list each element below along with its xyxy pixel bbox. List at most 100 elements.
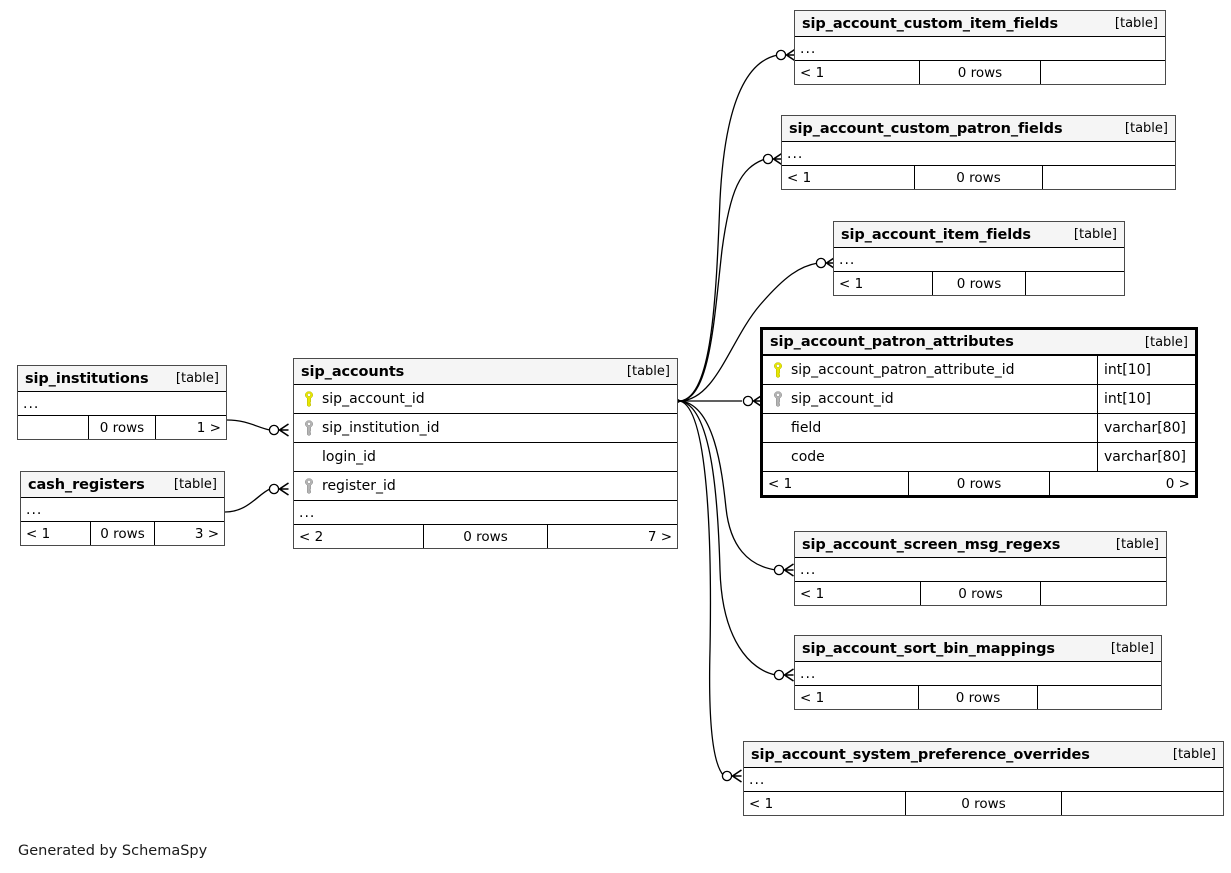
- row-count: 0 rows: [918, 686, 1038, 709]
- table-name: sip_account_item_fields: [841, 226, 1031, 243]
- table-kind-label: [table]: [1114, 16, 1158, 31]
- table-column-row[interactable]: login_id: [294, 443, 677, 472]
- column-name: register_id: [322, 478, 396, 494]
- column-name: sip_account_id: [791, 391, 894, 407]
- optional-cardinality-circle-icon: [268, 424, 280, 436]
- relationship-endpoint: [268, 423, 289, 437]
- relationship-endpoint: [268, 482, 289, 496]
- parent-relations-count: < 1: [839, 275, 864, 292]
- table-column-row[interactable]: sip_account_id: [294, 385, 677, 414]
- crows-foot-icon: [783, 563, 794, 577]
- table-kind-label: [table]: [175, 371, 219, 386]
- column-name: code: [791, 449, 825, 465]
- crows-foot-icon: [731, 769, 742, 783]
- more-columns-ellipsis: ...: [834, 248, 1124, 272]
- column-name-cell: login_id: [294, 443, 677, 471]
- parent-relations-count: < 1: [749, 795, 774, 812]
- column-type: int[10]: [1097, 356, 1195, 384]
- table-column-row[interactable]: register_id: [294, 472, 677, 501]
- column-type: varchar[80]: [1097, 414, 1195, 442]
- parent-relations-count: < 1: [787, 169, 812, 186]
- table-node-sip_account_patron_attributes[interactable]: sip_account_patron_attributes[table]sip_…: [760, 327, 1198, 498]
- table-node-sip_account_system_preference_overrides[interactable]: sip_account_system_preference_overrides […: [743, 741, 1224, 816]
- parent-relations-count: < 1: [26, 525, 51, 542]
- table-header: sip_account_custom_patron_fields [table]: [782, 116, 1175, 142]
- row-count: 0 rows: [422, 525, 549, 548]
- table-node-sip_account_screen_msg_regexs[interactable]: sip_account_screen_msg_regexs[table]...<…: [794, 531, 1167, 606]
- crows-foot-icon: [783, 668, 794, 682]
- child-relations-count: [1041, 582, 1166, 605]
- column-name: login_id: [322, 449, 376, 465]
- row-count: 0 rows: [931, 272, 1027, 295]
- relationship-endpoint: [775, 48, 796, 62]
- optional-cardinality-circle-icon: [762, 153, 774, 165]
- child-relations-count: 7 >: [647, 528, 673, 545]
- table-kind-label: [table]: [1110, 641, 1154, 656]
- relationship-edge: [226, 419, 271, 431]
- parent-relations-count: < 2: [299, 528, 324, 545]
- row-count: 0 rows: [919, 582, 1042, 605]
- table-footer: < 1 0 rows: [795, 582, 1166, 605]
- child-relations-count: [1041, 61, 1165, 84]
- table-node-sip_account_custom_item_fields[interactable]: sip_account_custom_item_fields[table]...…: [794, 10, 1166, 85]
- table-node-sip_account_sort_bin_mappings[interactable]: sip_account_sort_bin_mappings[table]...<…: [794, 635, 1162, 710]
- column-name: sip_account_id: [322, 391, 425, 407]
- optional-cardinality-circle-icon: [775, 49, 787, 61]
- column-name-cell: register_id: [294, 472, 677, 500]
- parent-relations-count: [18, 416, 88, 439]
- parent-relations-count: < 1: [800, 689, 825, 706]
- schemaspy-credit: Generated by SchemaSpy: [18, 843, 208, 859]
- relationship-edge: [224, 488, 271, 513]
- table-name: sip_account_patron_attributes: [770, 334, 1014, 350]
- table-name: sip_accounts: [301, 363, 405, 380]
- parent-relations-count: < 1: [800, 64, 825, 81]
- table-kind-label: [table]: [1115, 537, 1159, 552]
- table-kind-label: [table]: [1124, 121, 1168, 136]
- column-name: sip_institution_id: [322, 420, 440, 436]
- table-name: sip_account_sort_bin_mappings: [802, 640, 1055, 657]
- table-name: cash_registers: [28, 476, 145, 493]
- row-count: 0 rows: [908, 472, 1050, 495]
- table-kind-label: [table]: [1172, 747, 1216, 762]
- table-header: sip_account_item_fields[table]: [834, 222, 1124, 248]
- row-count: 0 rows: [919, 61, 1041, 84]
- table-node-sip_account_item_fields[interactable]: sip_account_item_fields[table]... < 1 0 ro…: [833, 221, 1125, 296]
- table-node-sip_accounts[interactable]: sip_accounts[table] sip_account_id sip_ins…: [293, 358, 678, 549]
- more-columns-ellipsis: ...: [782, 142, 1175, 166]
- table-column-row[interactable]: code varchar[80]: [763, 443, 1195, 472]
- primary-key-icon: [771, 362, 785, 378]
- table-column-row[interactable]: field varchar[80]: [763, 414, 1195, 443]
- crows-foot-icon: [278, 482, 289, 496]
- table-header: sip_account_custom_item_fields[table]: [795, 11, 1165, 37]
- row-count: 0 rows: [89, 522, 156, 545]
- relationship-endpoint: [762, 152, 783, 166]
- table-kind-label: [table]: [173, 477, 217, 492]
- optional-cardinality-circle-icon: [773, 564, 785, 576]
- child-relations-count: 0 >: [1165, 475, 1190, 492]
- child-relations-count: [1038, 686, 1161, 709]
- table-header: sip_institutions[table]: [18, 366, 226, 392]
- table-header: sip_accounts[table]: [294, 359, 677, 385]
- column-name-cell: sip_account_patron_attribute_id: [763, 356, 1097, 384]
- relationship-endpoint: [773, 668, 794, 682]
- table-node-sip_account_custom_patron_fields[interactable]: sip_account_custom_patron_fields [table].…: [781, 115, 1176, 190]
- table-name: sip_account_screen_msg_regexs: [802, 536, 1061, 553]
- foreign-key-icon: [302, 420, 316, 436]
- column-type: varchar[80]: [1097, 443, 1195, 471]
- optional-cardinality-circle-icon: [815, 257, 827, 269]
- table-column-row[interactable]: sip_institution_id: [294, 414, 677, 443]
- column-name: field: [791, 420, 822, 436]
- table-name: sip_account_custom_patron_fields: [789, 120, 1063, 137]
- foreign-key-icon: [771, 391, 785, 407]
- column-name-cell: field: [763, 414, 1097, 442]
- table-name: sip_account_system_preference_overrides: [751, 746, 1090, 763]
- parent-relations-count: < 1: [800, 585, 825, 602]
